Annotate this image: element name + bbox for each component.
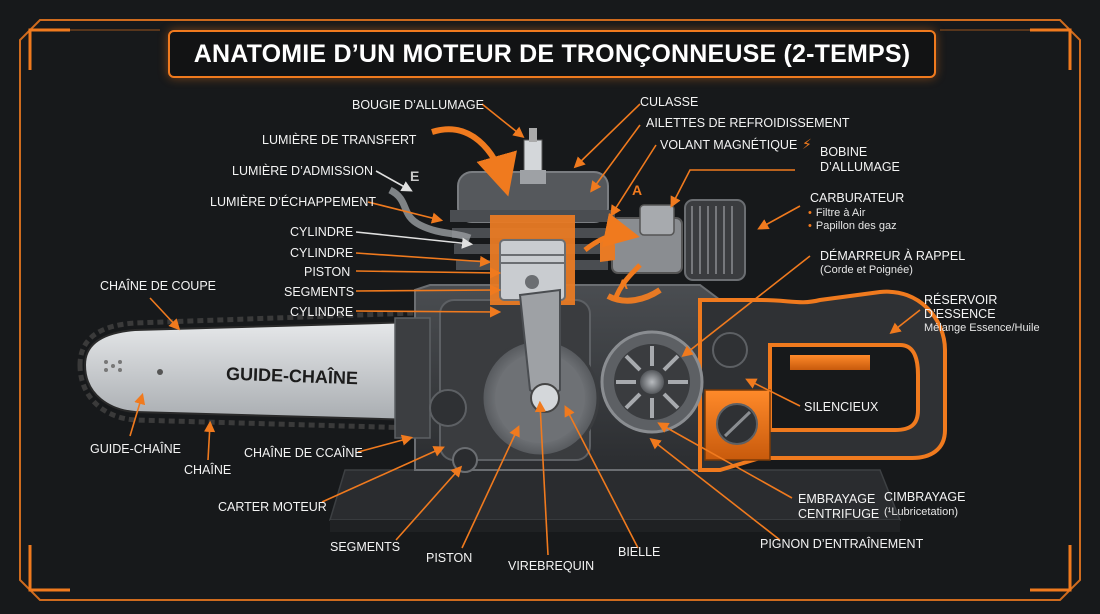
label-reservoir-1: RÉSERVOIR <box>924 293 998 307</box>
label-chaine-coupe: CHAÎNE DE COUPE <box>100 279 216 293</box>
label-vilebrequin: VIREBREQUIN <box>508 559 595 573</box>
label-silencieux: SILENCIEUX <box>804 400 879 414</box>
exhaust-marker: E <box>410 168 420 184</box>
label-cylindre-2: CYLINDRE <box>290 246 354 260</box>
flywheel-drawing <box>600 330 704 434</box>
label-pignon: PIGNON D’ENTRAÎNEMENT <box>760 537 924 551</box>
label-piston: PISTON <box>304 265 351 279</box>
label-volant: VOLANT MAGNÉTIQUE <box>660 138 798 152</box>
cimbrayage-sub: (¹Lubricetation) <box>884 506 958 518</box>
diagram-title: ANATOMIE D’UN MOTEUR DE TRONÇONNEUSE (2-… <box>193 39 911 68</box>
label-culasse: CULASSE <box>640 95 699 109</box>
label-reservoir-2: D’ESSENCE <box>924 307 996 321</box>
carburateur-sub-2: •Papillon des gaz <box>808 220 897 232</box>
label-lumiere-echappement: LUMIÈRE D’ÉCHAPPEMENT <box>210 195 376 209</box>
label-embrayage-1: EMBRAYAGE <box>798 492 876 506</box>
label-bougie: BOUGIE D’ALLUMAGE <box>352 98 484 112</box>
label-carter: CARTER MOTEUR <box>218 500 327 514</box>
admission-marker-top: A <box>632 182 643 198</box>
spark-plug-drawing <box>520 128 546 184</box>
diagram-title-box: ANATOMIE D’UN MOTEUR DE TRONÇONNEUSE (2-… <box>168 30 936 78</box>
label-piston-bottom: PISTON <box>426 551 473 565</box>
label-embrayage-2: CENTRIFUGE <box>798 507 880 521</box>
label-segments-bottom: SEGMENTS <box>330 540 401 554</box>
label-chaine-ccaine: CHAÎNE DE CCAÎNE <box>244 446 363 460</box>
cylinder-drawing <box>450 171 615 305</box>
label-bobine-2: D’ALLUMAGE <box>820 160 900 174</box>
label-segments: SEGMENTS <box>284 285 355 299</box>
label-chaine: CHAÎNE <box>184 463 232 477</box>
label-bielle: BIELLE <box>618 545 661 559</box>
lightning-icon: ⚡ <box>802 137 812 153</box>
label-cylindre-3: CYLINDRE <box>290 305 354 319</box>
reservoir-sub: Mélange Essence/Huile <box>924 322 1040 334</box>
label-lumiere-admission: LUMIÈRE D’ADMISSION <box>232 164 373 178</box>
label-cimbrayage: CIMBRAYAGE <box>884 490 966 504</box>
label-cylindre-1: CYLINDRE <box>290 225 354 239</box>
label-bobine-1: BOBINE <box>820 145 868 159</box>
hud-frame <box>19 19 1081 601</box>
label-demarreur: DÉMARREUR À RAPPEL <box>820 249 966 263</box>
label-carburateur: CARBURATEUR <box>810 191 905 205</box>
admission-marker-bottom: A <box>618 276 629 292</box>
label-guide-chaine: GUIDE-CHAÎNE <box>90 442 181 456</box>
label-lumiere-transfert: LUMIÈRE DE TRANSFERT <box>262 133 417 147</box>
leader-lines-white <box>355 170 474 249</box>
carburateur-sub-1: •Filtre à Air <box>808 207 866 219</box>
label-ailettes: AILETTES DE REFROIDISSEMENT <box>646 116 850 130</box>
demarreur-sub: (Corde et Poignée) <box>820 264 913 276</box>
leader-lines <box>129 103 921 556</box>
